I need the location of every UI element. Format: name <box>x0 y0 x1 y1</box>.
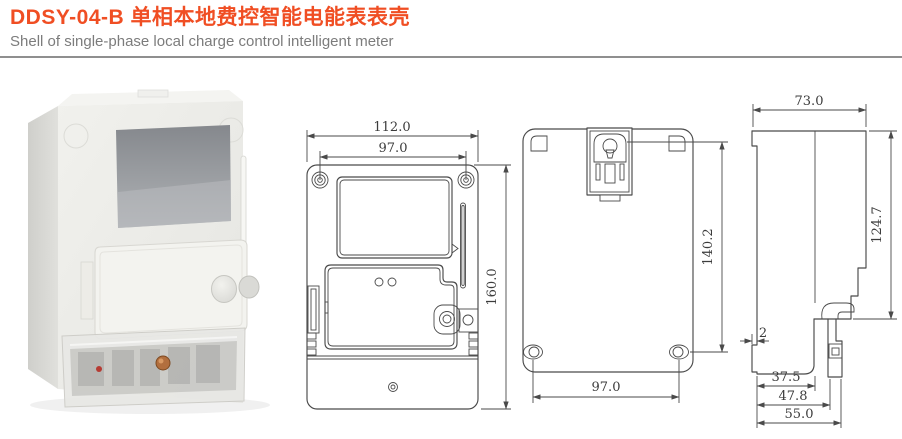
meter-top-face <box>58 90 243 106</box>
front-right-tab-hole <box>462 314 474 326</box>
dim-front-width-overall: 112.0 <box>373 120 410 135</box>
front-arrow-mark <box>451 243 459 254</box>
front-clips-left <box>306 332 317 356</box>
front-button-housing <box>433 304 461 335</box>
front-seal-slot-inner <box>461 205 465 286</box>
front-button-inner <box>442 314 452 324</box>
lcd-reflection <box>118 180 231 228</box>
side-knob <box>238 275 260 299</box>
front-lcd-inner <box>339 179 450 256</box>
page-header: DDSY-04-B 单相本地费控智能电能表表壳 Shell of single-… <box>0 0 902 58</box>
top-hanger-tab <box>137 89 169 98</box>
terminal-3 <box>140 349 160 386</box>
terminal-2 <box>112 350 134 386</box>
front-outline <box>306 164 479 410</box>
keyhole-circle <box>602 138 618 154</box>
back-hole-left <box>523 344 543 360</box>
back-view-drawing: 140.2 97.0 <box>522 127 728 403</box>
header-divider <box>0 56 902 58</box>
front-view-drawing: 112.0 97.0 160.0 <box>306 120 511 410</box>
page-subtitle: Shell of single-phase local charge contr… <box>10 33 394 50</box>
side-view-drawing: 73.0 124.7 2 37.5 47.8 55.0 <box>740 94 897 428</box>
screw-cover-left <box>63 123 89 149</box>
front-clips-right <box>468 332 479 356</box>
hanger-hook-left <box>595 163 601 181</box>
push-button <box>211 275 237 303</box>
lower-cover-inner-line <box>99 244 243 334</box>
hanger-hook-right <box>619 163 625 181</box>
front-bottom-screw-inner <box>390 384 396 390</box>
page-title: DDSY-04-B 单相本地费控智能电能表表壳 <box>10 6 411 29</box>
terminal-block <box>70 338 237 396</box>
cover-gloss <box>70 336 237 349</box>
keyhole-hanger <box>586 127 633 202</box>
cover-hinge <box>80 261 94 320</box>
dim-back-height: 140.2 <box>701 228 716 265</box>
front-bottom-screw <box>388 382 398 392</box>
front-led-left <box>374 277 384 287</box>
front-hinge-tick <box>324 301 329 314</box>
front-left-block <box>307 285 320 334</box>
back-hole-right <box>669 344 689 360</box>
side-bottom-leg <box>827 318 843 378</box>
copper-screw-highlight <box>158 358 164 364</box>
hanger-bottom-tab <box>599 194 621 202</box>
front-cover-outer <box>324 264 458 350</box>
meter-side-face <box>28 106 58 389</box>
dim-side-bottom-3: 55.0 <box>785 407 814 422</box>
side-hook <box>821 302 855 320</box>
seal-slot <box>240 155 247 252</box>
keyhole-slot <box>605 149 615 159</box>
hanger-center-slot <box>604 163 616 184</box>
terminal-5 <box>196 345 220 383</box>
front-cover-inner <box>327 267 455 347</box>
copper-screw <box>155 355 171 371</box>
dim-front-height: 160.0 <box>485 268 500 305</box>
dim-back-width-holes: 97.0 <box>592 380 621 395</box>
dim-side-height: 124.7 <box>870 206 885 243</box>
back-corner-tab-left <box>530 135 548 152</box>
back-corner-tab-right <box>668 135 686 152</box>
front-left-block-inner <box>310 288 317 331</box>
dim-side-bottom-2: 47.8 <box>779 389 808 404</box>
front-button-outer <box>439 311 455 327</box>
side-latch <box>828 343 843 359</box>
dim-front-width-holes: 97.0 <box>379 141 408 156</box>
front-seal-slot <box>460 202 466 289</box>
side-latch-inner <box>831 347 840 356</box>
front-led-right <box>387 277 397 287</box>
terminal-4 <box>168 347 190 384</box>
dim-side-seal-tab: 2 <box>759 326 767 341</box>
product-photo <box>28 89 270 414</box>
front-lcd-outer <box>336 176 453 259</box>
side-outline-right <box>751 130 867 320</box>
red-indicator <box>96 366 102 372</box>
dim-side-depth-top: 73.0 <box>795 94 824 109</box>
side-outline-left <box>751 130 815 375</box>
front-right-tab <box>458 308 479 333</box>
dim-side-bottom-1: 37.5 <box>772 370 801 385</box>
